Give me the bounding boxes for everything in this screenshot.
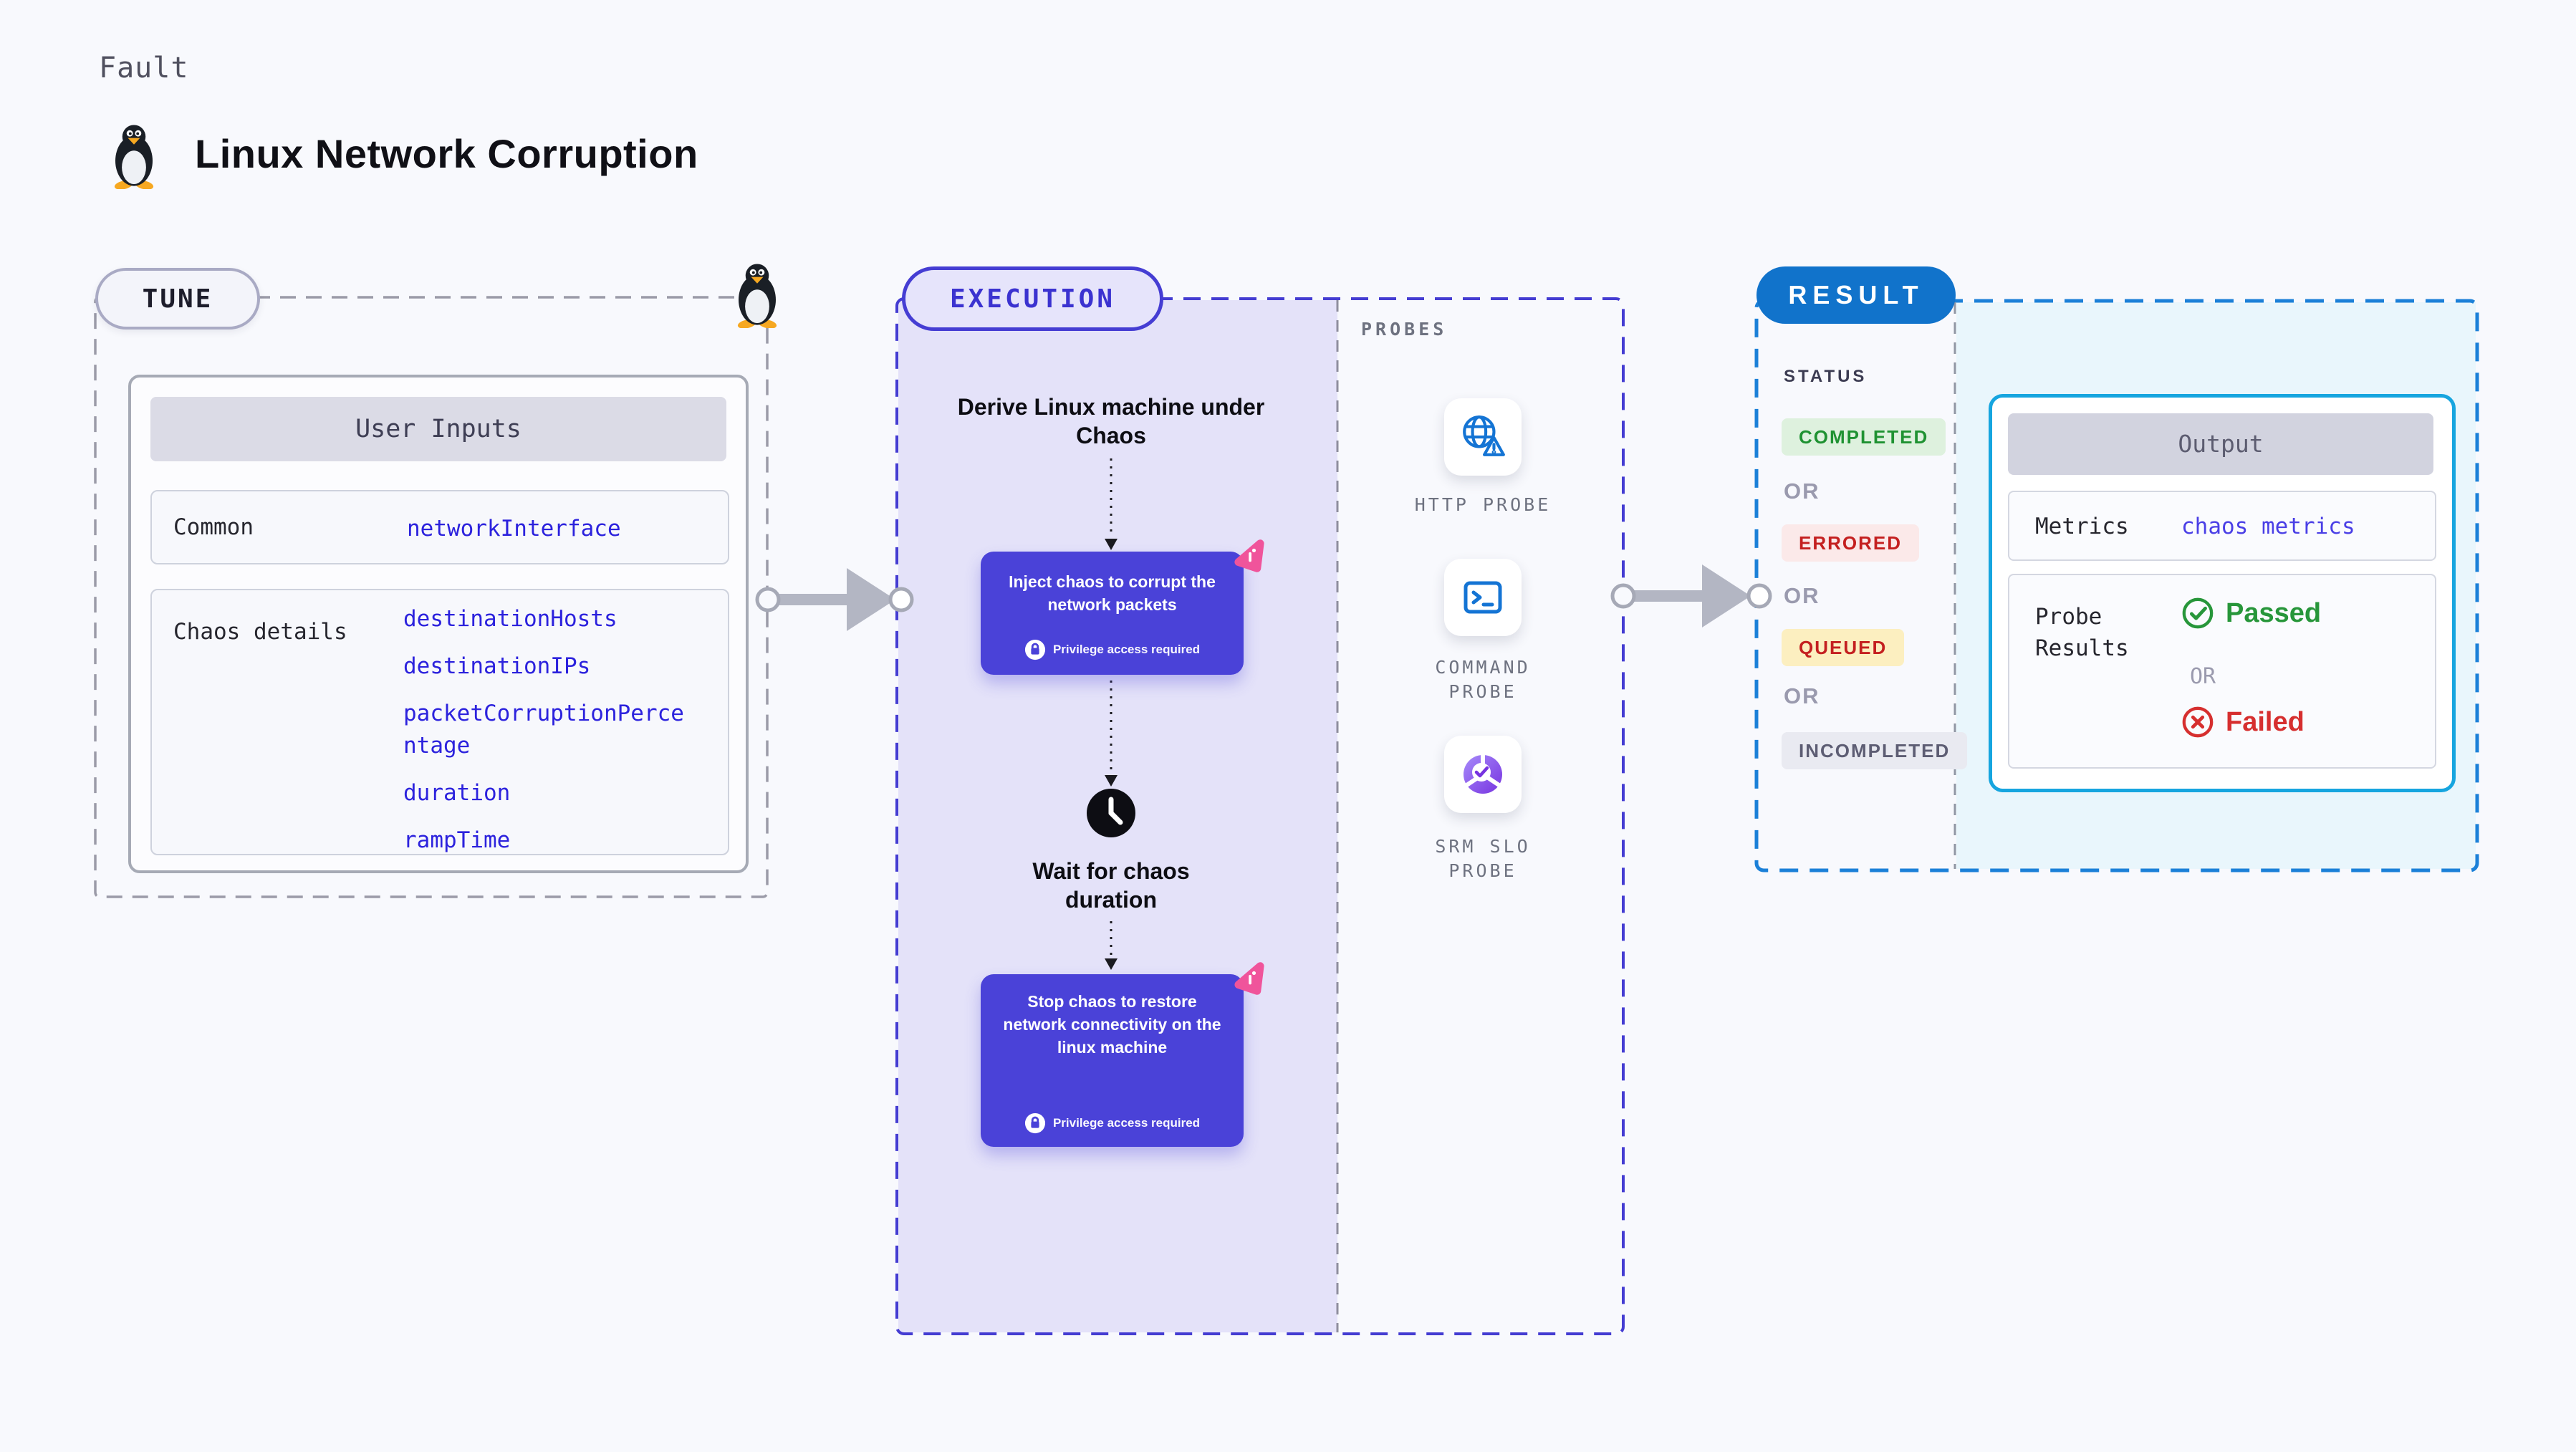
command-probe-card[interactable] [1444,559,1522,636]
input-row-label: Chaos details [173,619,347,645]
user-inputs-card: User Inputs Common networkInterface Chao… [128,375,749,873]
probe-results-label: Probe Results [2035,604,2129,661]
srm-slo-probe-card[interactable] [1444,736,1522,813]
chaos-badge-icon [1234,539,1264,572]
lock-icon [1024,639,1046,660]
failed-label: Failed [2226,706,2305,737]
input-value[interactable]: duration [403,780,511,806]
tune-penguin-icon [737,264,777,328]
output-or: OR [2190,664,2216,689]
input-row-label: Common [173,514,254,540]
privilege-note: Privilege access required [981,1112,1244,1134]
input-row-common: Common networkInterface [150,490,729,564]
status-title: STATUS [1784,367,1868,386]
inject-chaos-node[interactable]: Inject chaos to corrupt the network pack… [981,539,1264,675]
derive-step-label: Derive Linux machine under Chaos [957,394,1265,448]
http-probe-label: HTTP PROBE [1414,494,1552,515]
inject-chaos-label: Inject chaos to corrupt the network pack… [1009,572,1216,614]
input-value[interactable]: packetCorruptionPercentage [403,701,684,759]
privilege-note: Privilege access required [981,639,1244,660]
output-card: Output Metrics chaos metrics Probe Resul… [1989,394,2456,792]
input-value[interactable]: destinationHosts [403,606,617,632]
execution-badge: EXECUTION [902,266,1163,331]
chaos-values-list: destinationHosts destinationIPs packetCo… [403,603,690,857]
fault-kicker: Fault [99,52,189,85]
status-or: OR [1784,683,1820,708]
arrow-tune-to-execution [755,568,914,631]
probes-title: PROBES [1361,319,1448,340]
user-inputs-title: User Inputs [150,397,726,461]
tune-badge: TUNE [95,268,260,330]
stop-chaos-label: Stop chaos to restore network connectivi… [1003,992,1221,1057]
command-probe-label: COMMAND PROBE [1435,657,1531,702]
input-value[interactable]: rampTime [403,827,511,853]
donut-check-icon [1464,754,1502,794]
probe-results-row: Probe Results Passed OR Failed [2008,574,2436,769]
chaos-badge-icon [1234,962,1264,995]
globe-alert-icon [1463,415,1505,456]
linux-penguin-icon [114,125,154,189]
input-value[interactable]: networkInterface [407,516,621,542]
status-badge-completed: COMPLETED [1782,418,1946,456]
metrics-label: Metrics [2035,514,2129,539]
wait-step-label: Wait for chaos duration [1032,858,1190,913]
result-dashed-box [1754,299,2479,872]
arrow-execution-to-result [1610,564,1772,628]
privilege-label: Privilege access required [1052,643,1201,656]
status-or: OR [1784,583,1820,608]
page-title: Linux Network Corruption [195,131,698,176]
metrics-row: Metrics chaos metrics [2008,491,2436,561]
status-or: OR [1784,479,1820,504]
status-badge-queued: QUEUED [1782,629,1905,666]
input-row-chaos-details: Chaos details destinationHosts destinati… [150,589,729,855]
output-title: Output [2008,413,2433,475]
lock-icon [1024,1112,1046,1134]
clock-icon [1087,789,1135,837]
execution-dashed-box [895,297,1625,1335]
input-value[interactable]: destinationIPs [403,653,591,679]
x-circle-icon [2182,706,2214,738]
status-badge-errored: ERRORED [1782,524,1920,562]
passed-label: Passed [2226,597,2322,628]
result-badge: RESULT [1756,266,1956,324]
http-probe-card[interactable] [1444,398,1522,476]
check-circle-icon [2182,597,2214,629]
failed-item: Failed [2181,706,2305,739]
metrics-value[interactable]: chaos metrics [2181,514,2355,539]
privilege-label: Privilege access required [1052,1116,1201,1130]
flow-connector-arrowheads [1105,539,1118,970]
terminal-icon [1464,581,1502,614]
stop-chaos-node[interactable]: Stop chaos to restore network connectivi… [981,962,1264,1147]
status-badge-incompleted: INCOMPLETED [1782,732,1968,769]
passed-item: Passed [2181,597,2321,630]
srm-slo-probe-label: SRM SLO PROBE [1435,836,1531,881]
